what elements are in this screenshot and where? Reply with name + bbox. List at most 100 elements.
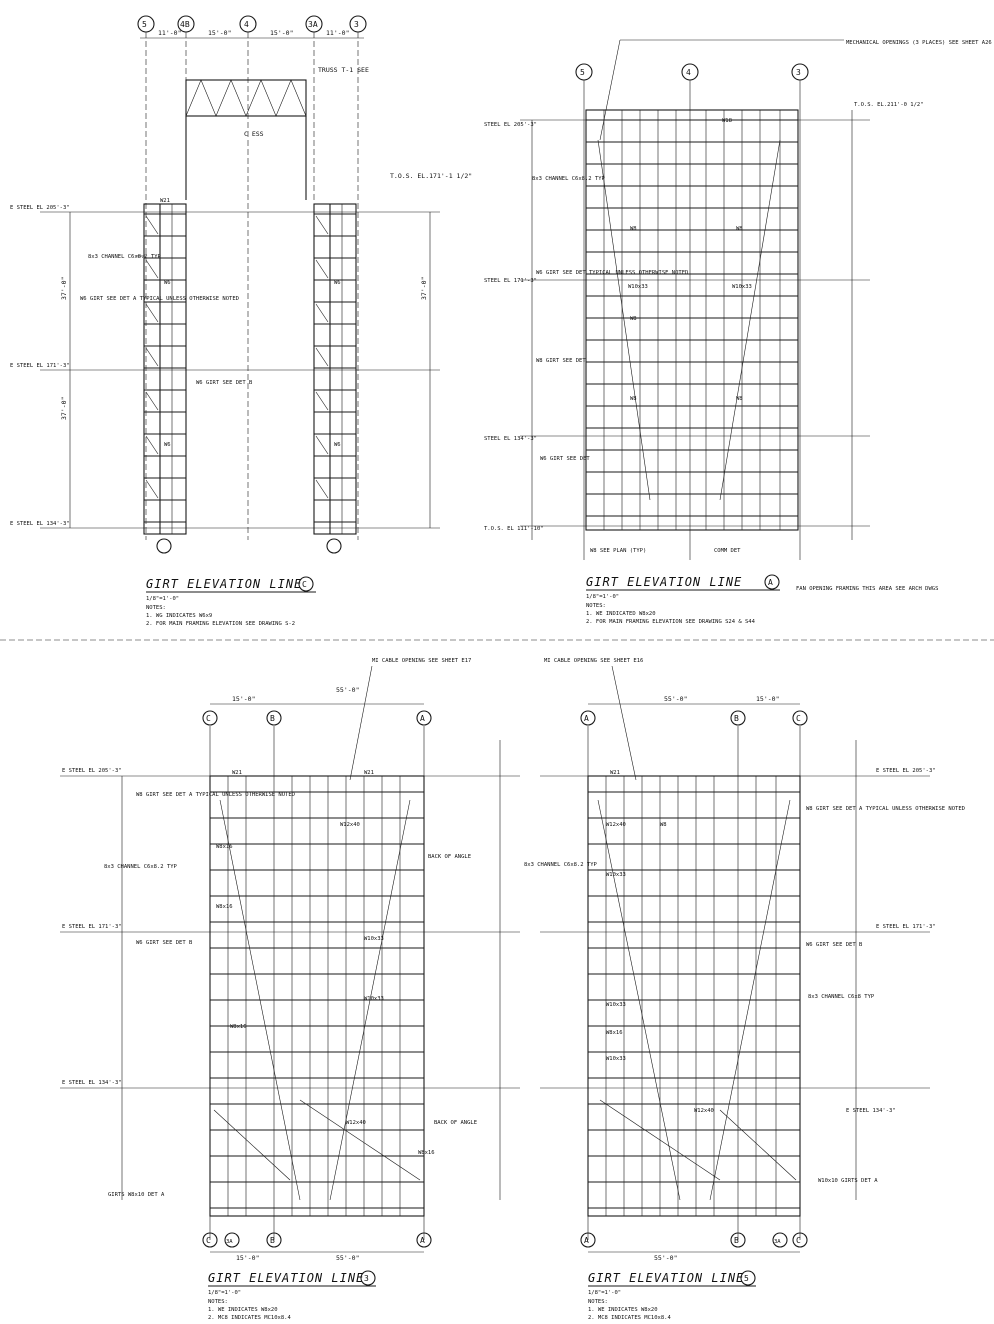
- note-1: 1. WG INDICATES W6x9: [146, 613, 212, 619]
- girt-label: W12x40: [346, 1120, 366, 1126]
- grid-label: C: [206, 1236, 211, 1245]
- girt-line: [719, 1109, 797, 1181]
- girt-label: W6: [334, 280, 341, 286]
- notes-label: NOTES:: [588, 1299, 608, 1305]
- callout: W8 GIRT SEE DET A TYPICAL UNLESS OTHERWI…: [806, 806, 965, 812]
- dim-text: 37'-0": [420, 277, 428, 300]
- elevation-label: E STEEL EL 134'-3": [62, 1080, 122, 1086]
- callout: 8x3 CHANNEL C6x8.2 TYP: [104, 864, 178, 870]
- panel-line-a: 5 4 3 MECHANICAL OPENINGS (3 PLACES) SEE…: [484, 39, 992, 625]
- girt-label: W8x16: [418, 1150, 435, 1156]
- girt-line: [145, 347, 159, 367]
- dim-text: 11'-0": [326, 29, 349, 37]
- girt-line: [315, 303, 329, 323]
- elevation-label: E STEEL EL 205'-3": [10, 205, 70, 211]
- callout: W8 GIRT SEE DET: [536, 358, 586, 364]
- girt-label: W6: [164, 442, 171, 448]
- grid-bubbles-a: 5 4 3: [575, 63, 809, 81]
- girt-label: W18: [722, 118, 732, 124]
- callout: W6 GIRT SEE DET TYPICAL UNLESS OTHERWISE…: [536, 270, 688, 276]
- scale-label: 1/8"=1'-0": [588, 1290, 621, 1296]
- callout: COMM DET: [714, 548, 741, 554]
- callout: W10x10 GIRTS DET A: [818, 1178, 878, 1184]
- elevation-label: E STEEL EL 134'-3": [10, 521, 70, 527]
- girt-label: W8x16: [216, 844, 233, 850]
- girt-line: [219, 799, 301, 1201]
- drawing-title: GIRT ELEVATION LINE: [146, 577, 302, 591]
- grid-label: B: [270, 714, 275, 723]
- panel-line-c: 5 4B 4 3A 3 11'-0" 15'-0" 15'-0" 11'-0" …: [10, 15, 472, 627]
- girt-line: [145, 215, 159, 235]
- title-line-id: C: [302, 580, 307, 589]
- left-girt-frame: [143, 203, 187, 535]
- girt-label: W10x33: [606, 872, 626, 878]
- grid-label: 4: [686, 68, 691, 77]
- girt-line: [597, 799, 681, 1201]
- girt-label: W8: [630, 226, 637, 232]
- girt-label: W21: [364, 770, 374, 776]
- girt-line: [145, 479, 159, 499]
- note-1: 1. WE INDICATED W8x20: [586, 611, 656, 617]
- cable-note: MI CABLE OPENING SEE SHEET E17: [372, 658, 471, 664]
- roof-truss: [185, 79, 307, 200]
- dim-text: 37'-0": [60, 277, 68, 300]
- dim-text: 15'-0": [208, 29, 231, 37]
- elevation-label: STEEL EL 171'-3": [484, 278, 537, 284]
- dim-text: 15'-0": [236, 1254, 259, 1262]
- note-2: 2. MC8 INDICATES MC10x8.4: [208, 1315, 291, 1321]
- grid-label: 3A: [226, 1239, 233, 1245]
- scale-label: 1/8"=1'-0": [208, 1290, 241, 1296]
- girt-line: [145, 303, 159, 323]
- grid-label: B: [734, 714, 739, 723]
- callout: W8 SEE PLAN (TYP): [590, 548, 646, 554]
- notes-label: NOTES:: [146, 605, 166, 611]
- callout: BACK OF ANGLE: [428, 854, 471, 860]
- girt-line: [329, 799, 411, 1201]
- dim-text: 15'-0": [756, 695, 779, 703]
- girt-line: [315, 435, 329, 455]
- panel-line-3: MI CABLE OPENING SEE SHEET E17 C B A 15'…: [60, 658, 520, 1321]
- elevation-label: E STEEL EL 171'-3": [876, 924, 936, 930]
- elevation-label: E STEEL EL 171'-3": [62, 924, 122, 930]
- grid-label: A: [584, 714, 589, 723]
- girt-label: W12x40: [694, 1108, 714, 1114]
- grid-label: 3: [354, 20, 359, 29]
- girt-label: W10x33: [606, 1056, 626, 1062]
- girt-line: [299, 1099, 421, 1181]
- elevation-label: E STEEL EL 171'-3": [10, 363, 70, 369]
- girt-label: W10x33: [628, 284, 648, 290]
- notes-label: NOTES:: [586, 603, 606, 609]
- grid-label: C: [796, 1236, 801, 1245]
- girt-label: W10x33: [732, 284, 752, 290]
- callout: 8x3 CHANNEL C6x8 TYP: [808, 994, 875, 1000]
- girt-line: [145, 435, 159, 455]
- girt-lines-3: [210, 776, 424, 1216]
- callout: 8x3 CHANNEL C6x8.2 TYP: [532, 176, 606, 182]
- callout: FAN OPENING FRAMING THIS AREA SEE ARCH D…: [796, 586, 938, 592]
- callout: BACK OF ANGLE: [434, 1120, 477, 1126]
- callout: W6 GIRT SEE DET B: [806, 942, 863, 948]
- title-line-id: A: [768, 578, 773, 587]
- girt-label: W8: [736, 396, 743, 402]
- elevation-label: STEEL EL 134'-3": [484, 436, 537, 442]
- girt-label: W8: [660, 822, 667, 828]
- girt-label: W21: [232, 770, 242, 776]
- dim-text: 37'-0": [60, 397, 68, 420]
- dim-text: 55'-0": [336, 1254, 359, 1262]
- girt-line: [597, 139, 651, 501]
- note-2: 2. MC8 INDICATES MC10x8.4: [588, 1315, 671, 1321]
- drawing-title: GIRT ELEVATION LINE: [586, 575, 742, 589]
- girt-lines-5: [588, 776, 800, 1216]
- girt-line: [599, 1099, 721, 1181]
- callout: GIRTS W8x10 DET A: [108, 1192, 165, 1198]
- girt-label: W12x40: [606, 822, 626, 828]
- girt-label: W8x16: [230, 1024, 247, 1030]
- girt-label: W8: [630, 396, 637, 402]
- callout: W6 GIRT SEE DET B: [136, 940, 193, 946]
- girt-label: W8x16: [216, 904, 233, 910]
- panel-line-5: MI CABLE OPENING SEE SHEET E16 A B C 55'…: [524, 658, 965, 1321]
- girt-label: W10x33: [364, 996, 384, 1002]
- girt-line: [213, 1109, 291, 1181]
- grid-bubbles-3: C B A: [202, 710, 432, 726]
- elevation-label: E STEEL EL 205'-3": [876, 768, 936, 774]
